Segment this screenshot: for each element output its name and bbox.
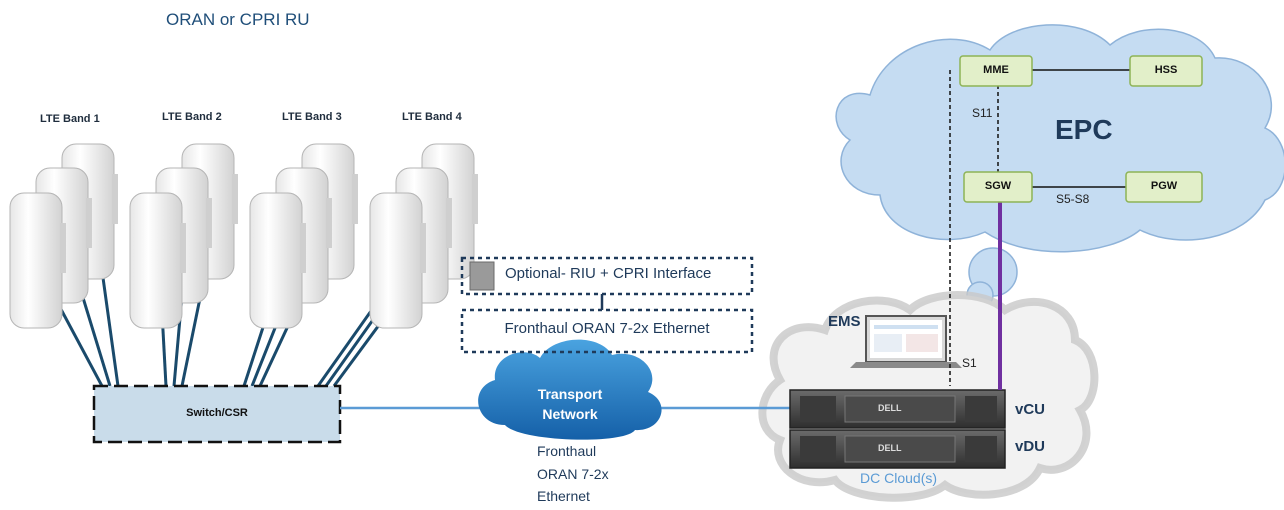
- switch-label: Switch/CSR: [186, 407, 248, 419]
- diagram-title: ORAN or CPRI RU: [166, 10, 310, 29]
- band-label: LTE Band 3: [282, 111, 342, 123]
- vcu-label: vCU: [1015, 401, 1046, 418]
- mme-node: [959, 55, 1033, 87]
- band-label: LTE Band 4: [402, 111, 462, 123]
- band-label: LTE Band 1: [40, 113, 100, 125]
- hss-node: [1129, 55, 1203, 87]
- s1-label: S1: [962, 356, 977, 370]
- ru-group-band-4: [370, 144, 478, 328]
- switch-csr-box: [92, 384, 342, 444]
- ru-group-band-2: [130, 144, 238, 328]
- fronthaul-box-label: Fronthaul ORAN 7-2x Ethernet: [504, 320, 710, 337]
- vdu-label: vDU: [1015, 438, 1046, 455]
- transport-caption-line: Fronthaul: [537, 443, 597, 459]
- epc-label: EPC: [1055, 114, 1113, 145]
- ems-laptop-icon: [850, 315, 962, 368]
- dc-cloud-label: DC Cloud(s): [860, 470, 938, 486]
- transport-network-label-line2: Network: [542, 406, 598, 422]
- transport-caption-line: Ethernet: [537, 488, 590, 504]
- mme-label: MME: [983, 64, 1009, 76]
- ru-group-band-3: [250, 144, 358, 328]
- server-brand-label: DELL: [878, 443, 902, 453]
- transport-caption-line: ORAN 7-2x: [537, 466, 609, 482]
- optional-riu-box: [460, 256, 754, 296]
- s11-label: S11: [972, 106, 993, 120]
- transport-network-label-line1: Transport: [537, 386, 603, 402]
- riu-device-icon: [469, 261, 495, 291]
- sgw-node: [963, 171, 1033, 203]
- fronthaul-box: [460, 308, 754, 354]
- band-label: LTE Band 2: [162, 111, 222, 123]
- epc-cloud: [835, 24, 1284, 309]
- server-brand-label: DELL: [878, 403, 902, 413]
- vcu-server-icon: [789, 389, 1006, 429]
- pgw-label: PGW: [1150, 180, 1178, 192]
- ems-label: EMS: [828, 313, 861, 330]
- optional-riu-label: Optional- RIU + CPRI Interface: [505, 265, 712, 282]
- ru-group-band-1: [10, 144, 118, 328]
- vdu-server-icon: [789, 429, 1006, 469]
- s5s8-label: S5-S8: [1056, 192, 1090, 206]
- transport-network-cloud: [478, 339, 662, 440]
- sgw-label: SGW: [984, 180, 1012, 192]
- hss-label: HSS: [1154, 64, 1178, 76]
- pgw-node: [1125, 171, 1203, 203]
